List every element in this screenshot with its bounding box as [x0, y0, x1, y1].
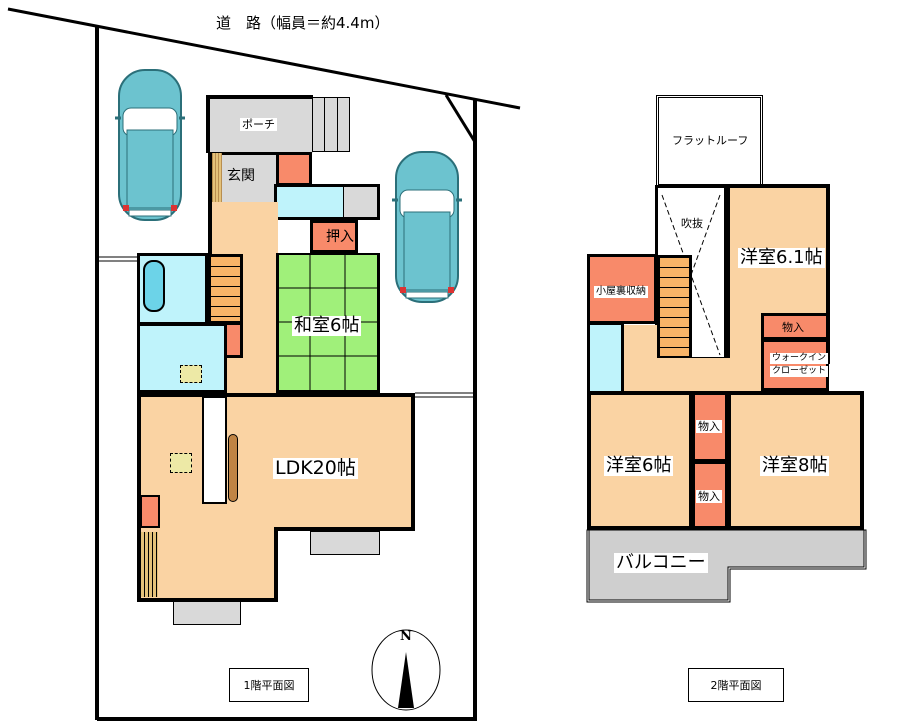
- storage-b-label: 物入: [696, 420, 722, 433]
- walk-in-closet: [761, 339, 829, 391]
- bathtub-icon: [143, 260, 165, 312]
- atrium-label: 吹抜: [681, 217, 703, 230]
- kitchen-counter: [202, 396, 227, 504]
- walk-in-closet-label-1: ウォークイン: [770, 353, 829, 364]
- western-room-8-label: 洋室8帖: [760, 455, 830, 476]
- garden-steps-2: [173, 601, 241, 625]
- wood-deck-1f: [141, 532, 158, 597]
- hallway-2f: [624, 358, 761, 393]
- western-room-6-1-label: 洋室6.1帖: [738, 247, 825, 268]
- closet-oshiire: [310, 220, 358, 253]
- porch: [206, 95, 313, 153]
- ldk-storage: [140, 495, 160, 528]
- compass-n-label: N: [400, 629, 412, 644]
- staircase-2f: [657, 255, 692, 359]
- garden-steps-1: [310, 531, 380, 555]
- ldk-label: LDK20帖: [273, 457, 358, 479]
- floor2-title: 2階平面図: [688, 668, 784, 702]
- storage-1f: [344, 184, 380, 220]
- shoe-storage: [212, 153, 222, 223]
- flat-roof-label: フラットルーフ: [672, 134, 749, 147]
- porch-label: ポーチ: [240, 118, 277, 131]
- balcony-label: バルコニー: [614, 552, 708, 573]
- storage-a-label: 物入: [782, 321, 804, 334]
- floor1-title: 1階平面図: [229, 668, 309, 702]
- walk-in-closet-label-2: クローゼット: [770, 366, 829, 377]
- entrance-label: 玄関: [227, 168, 255, 184]
- attic-storage-label: 小屋裏収納: [594, 286, 648, 298]
- road-label: 道 路（幅員＝約4.4m）: [216, 14, 390, 32]
- storage-a: [761, 313, 829, 340]
- kitchen-bar: [228, 434, 238, 502]
- ldk-lower: [137, 530, 278, 602]
- dining-table: [170, 453, 192, 473]
- washitsu-label: 和室6帖: [292, 315, 362, 336]
- closet-label: 押入: [326, 229, 354, 245]
- washing-machine: [180, 365, 202, 383]
- storage-c-label: 物入: [696, 490, 722, 503]
- western-room-6-label: 洋室6帖: [604, 455, 674, 476]
- porch-steps: [312, 97, 350, 152]
